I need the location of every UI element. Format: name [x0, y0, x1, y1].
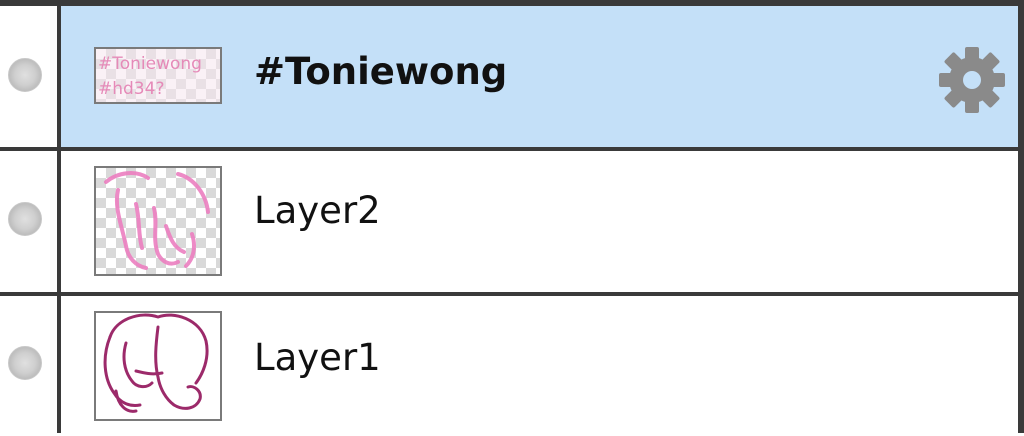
row-divider	[0, 147, 1024, 151]
layer-row-toniewong[interactable]: #Toniewong #hd34? #Toniewong	[0, 6, 1018, 147]
panel-top-border	[0, 0, 1024, 6]
visibility-dot-icon[interactable]	[8, 346, 42, 380]
visibility-dot-icon[interactable]	[8, 202, 42, 236]
layer-thumbnail-layer2	[94, 166, 222, 276]
layer-row-layer2[interactable]: Layer2	[0, 150, 1018, 290]
layer-thumbnail-layer1	[94, 311, 222, 421]
visibility-dot-icon[interactable]	[8, 58, 42, 92]
layer-name: #Toniewong	[254, 50, 508, 93]
thumbnail-text-line-1: #Toniewong	[98, 54, 202, 74]
layer-name: Layer2	[254, 189, 381, 232]
panel-right-border	[1018, 0, 1024, 433]
gear-icon[interactable]	[938, 46, 1006, 114]
row-divider	[0, 292, 1024, 296]
thumbnail-text-line-2: #hd34?	[98, 79, 164, 99]
layer-thumbnail-toniewong: #Toniewong #hd34?	[94, 47, 222, 104]
layer-row-layer1[interactable]: Layer1	[0, 296, 1018, 436]
visibility-column-divider	[57, 0, 61, 433]
layer-name: Layer1	[254, 336, 381, 379]
